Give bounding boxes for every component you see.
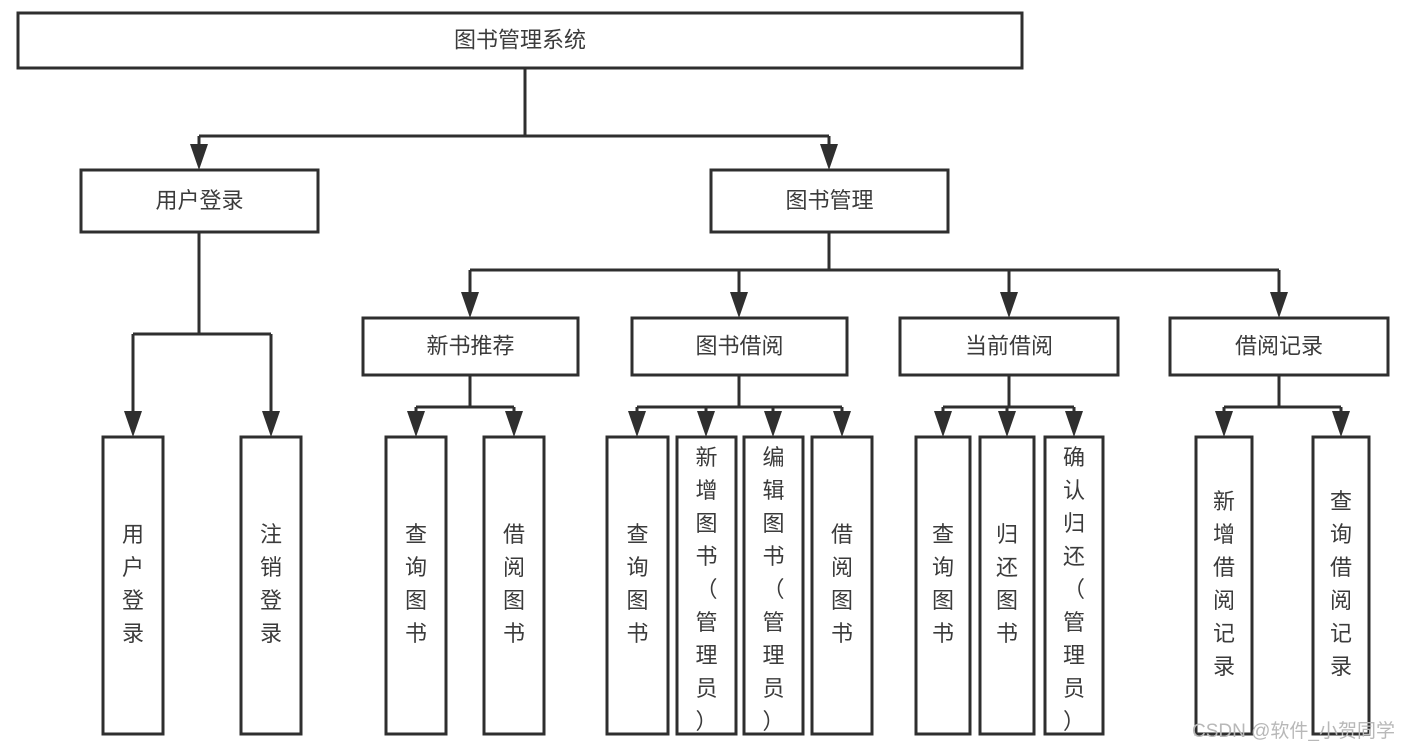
node-box[interactable] — [675, 435, 738, 736]
node-box[interactable] — [914, 435, 972, 736]
node-label: 查询图书 — [405, 522, 427, 646]
node-box[interactable] — [709, 168, 950, 234]
connector-borrow-record-to-leaves — [1222, 375, 1343, 411]
node-book-management[interactable]: 图书管理 — [709, 168, 950, 234]
node-leaf-edit-book[interactable]: 编辑图书（管理员） — [742, 435, 805, 736]
node-label: 确认归还（管理员） — [1063, 445, 1085, 734]
node-label: 新增借阅记录 — [1213, 489, 1235, 679]
node-leaf-user-login[interactable]: 用户登录 — [101, 435, 165, 736]
node-label: 查询图书 — [626, 522, 648, 646]
node-label: 查询借阅记录 — [1330, 489, 1352, 679]
node-leaf-return-book[interactable]: 归还图书 — [978, 435, 1036, 736]
node-borrow-record[interactable]: 借阅记录 — [1168, 316, 1390, 377]
connector-user-login-to-leaves — [131, 232, 273, 411]
connector-book-management-to-level3 — [468, 232, 1281, 292]
node-label: 图书管理系统 — [454, 27, 586, 52]
node-layer: 图书管理系统用户登录图书管理新书推荐图书借阅当前借阅借阅记录用户登录注销登录查询… — [16, 11, 1390, 736]
node-label: 查询图书 — [932, 522, 954, 646]
node-label: 用户登录 — [122, 522, 144, 646]
node-box[interactable] — [1043, 435, 1105, 736]
node-label: 图书管理 — [785, 188, 873, 213]
node-box[interactable] — [1311, 435, 1371, 736]
node-book-borrow[interactable]: 图书借阅 — [630, 316, 849, 377]
connector-root-to-level2 — [197, 68, 831, 144]
arrow-head-icon — [820, 144, 838, 170]
arrow-head-icon — [934, 411, 952, 437]
node-box[interactable] — [239, 435, 303, 736]
node-label: 注销登录 — [260, 522, 282, 646]
node-box[interactable] — [978, 435, 1036, 736]
node-box[interactable] — [810, 435, 874, 736]
node-box[interactable] — [384, 435, 448, 736]
node-leaf-query-book-recommend[interactable]: 查询图书 — [384, 435, 448, 736]
connector-new-book-recommend-to-leaves — [414, 375, 516, 411]
node-label: 编辑图书（管理员） — [762, 445, 784, 734]
node-leaf-borrow-book[interactable]: 借阅图书 — [810, 435, 874, 736]
connector-layer — [124, 68, 1350, 437]
node-leaf-query-book-borrow[interactable]: 查询图书 — [605, 435, 670, 736]
node-label: 用户登录 — [155, 188, 243, 213]
node-box[interactable] — [101, 435, 165, 736]
node-box[interactable] — [361, 316, 580, 377]
arrow-head-icon — [190, 144, 208, 170]
node-leaf-add-book[interactable]: 新增图书（管理员） — [675, 435, 738, 736]
node-user-login[interactable]: 用户登录 — [79, 168, 320, 234]
arrow-head-icon — [764, 411, 782, 437]
arrow-head-icon — [697, 411, 715, 437]
node-leaf-query-borrow-record[interactable]: 查询借阅记录 — [1311, 435, 1371, 736]
arrow-head-icon — [730, 292, 748, 318]
node-box[interactable] — [16, 11, 1024, 70]
arrow-head-icon — [1270, 292, 1288, 318]
arrow-head-icon — [262, 411, 280, 437]
connector-book-borrow-to-leaves — [635, 375, 844, 411]
arrow-head-icon — [124, 411, 142, 437]
node-box[interactable] — [630, 316, 849, 377]
node-box[interactable] — [1194, 435, 1254, 736]
node-label: 借阅图书 — [831, 522, 853, 646]
node-leaf-user-logout[interactable]: 注销登录 — [239, 435, 303, 736]
arrow-head-icon — [1215, 411, 1233, 437]
arrow-head-icon — [505, 411, 523, 437]
arrow-head-icon — [461, 292, 479, 318]
arrow-head-icon — [1000, 292, 1018, 318]
node-box[interactable] — [482, 435, 546, 736]
node-leaf-query-book-current[interactable]: 查询图书 — [914, 435, 972, 736]
node-label: 新书推荐 — [426, 333, 514, 358]
node-label: 借阅记录 — [1235, 333, 1323, 358]
node-box[interactable] — [898, 316, 1120, 377]
node-label: 图书借阅 — [695, 333, 783, 358]
node-label: 归还图书 — [996, 522, 1018, 646]
node-label: 当前借阅 — [965, 333, 1053, 358]
node-label: 新增图书（管理员） — [695, 445, 717, 734]
node-root[interactable]: 图书管理系统 — [16, 11, 1024, 70]
node-leaf-borrow-book-recommend[interactable]: 借阅图书 — [482, 435, 546, 736]
node-box[interactable] — [742, 435, 805, 736]
node-new-book-recommend[interactable]: 新书推荐 — [361, 316, 580, 377]
node-box[interactable] — [79, 168, 320, 234]
arrow-head-icon — [1065, 411, 1083, 437]
node-leaf-add-borrow-record[interactable]: 新增借阅记录 — [1194, 435, 1254, 736]
arrow-head-icon — [1332, 411, 1350, 437]
arrow-head-icon — [833, 411, 851, 437]
arrow-head-icon — [628, 411, 646, 437]
connector-current-borrow-to-leaves — [941, 375, 1076, 411]
node-current-borrow[interactable]: 当前借阅 — [898, 316, 1120, 377]
node-leaf-confirm-return[interactable]: 确认归还（管理员） — [1043, 435, 1105, 736]
node-box[interactable] — [605, 435, 670, 736]
node-label: 借阅图书 — [503, 522, 525, 646]
arrow-head-icon — [998, 411, 1016, 437]
arrow-head-icon — [407, 411, 425, 437]
node-box[interactable] — [1168, 316, 1390, 377]
